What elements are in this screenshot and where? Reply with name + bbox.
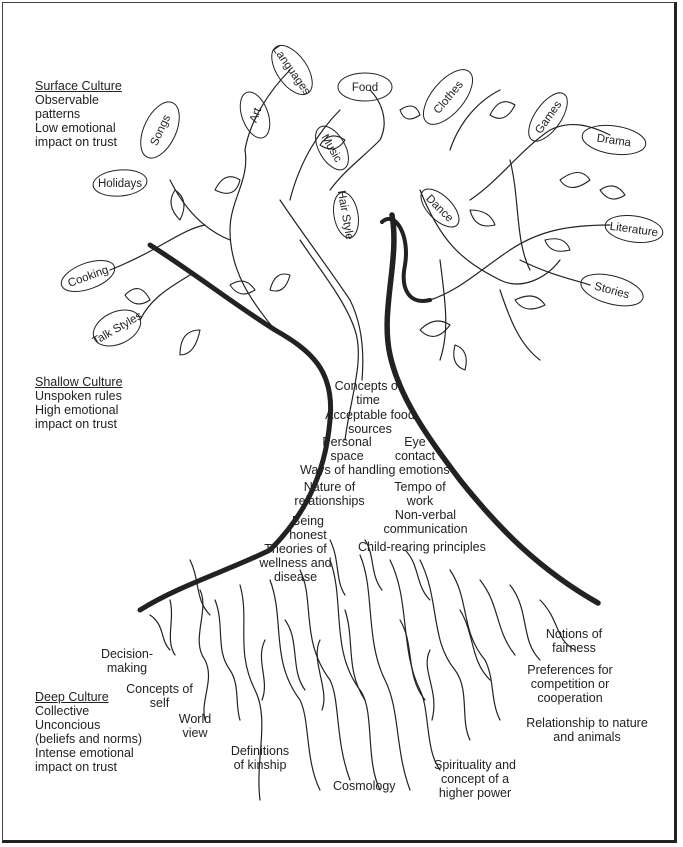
root-label-concepts-of-self: Concepts of self [122,682,197,710]
leaf [490,102,515,119]
trunk-label-being-honest: Being honest [283,514,333,542]
surface-culture-line: Observable [35,93,122,107]
root-label-world-view: World view [175,712,215,740]
leaf [125,289,150,304]
leaf-label-cooking: Cooking [66,264,110,290]
surface-culture-line: Low emotional [35,121,122,135]
branch [110,225,205,270]
leaf-label-songs: Songs [149,113,174,148]
shallow-culture-note: Shallow Culture Unspoken rules High emot… [35,375,123,431]
root-label-decision-making: Decision-making [96,647,158,675]
trunk-label-child-rearing-principles: Child-rearing principles [358,540,486,554]
branch [450,90,500,150]
root-label-notions-of-fairness: Notions of fairness [545,627,603,655]
leaf-label-talk-styles: Talk Styles [91,310,145,348]
branch [440,260,446,360]
deep-culture-line: impact on trust [35,760,142,774]
leaf [470,210,495,226]
leaf-label-hair-style: Hair Style [335,190,355,241]
leaf [560,173,590,188]
branch [500,290,540,360]
shallow-culture-line: High emotional [35,403,123,417]
root-label-relationship-to-nature: Relationship to nature and animals [522,716,652,744]
surface-culture-note: Surface Culture Observable patterns Low … [35,79,122,149]
leaf [215,177,240,194]
root-label-cosmology: Cosmology [333,779,396,793]
surface-culture-line: impact on trust [35,135,122,149]
trunk-label-eye-contact: Eye contact [385,435,445,463]
leaf [515,296,545,309]
trunk-label-non-verbal-communication: Non-verbal communication [378,508,473,536]
trunk-label-theories-of-wellness: Theories of wellness and disease [258,542,333,584]
leaf-label-holidays: Holidays [98,178,142,190]
trunk-label-concepts-of-time: Concepts of time [328,379,408,407]
leaf-label-food: Food [352,82,378,94]
root-label-definitions-of-kinship: Definitions of kinship [230,744,290,772]
leaf-label-drama: Drama [596,133,632,150]
leaf [270,274,290,291]
deep-culture-line: Intense emotional [35,746,142,760]
branch [470,125,610,200]
shallow-culture-line: impact on trust [35,417,123,431]
deep-culture-line: (beliefs and norms) [35,732,142,746]
leaf [545,239,570,252]
leaf [180,330,200,355]
leaf [454,345,467,370]
branch [330,90,384,190]
leaf [400,106,420,119]
trunk-strand [510,160,530,270]
leaf-label-languages: Languages [270,44,313,98]
leaf-label-stories: Stories [593,281,631,302]
leaf-labels: Food Languages Art Music Songs Holidays … [66,44,658,348]
leaf-label-clothes: Clothes [432,79,466,117]
trunk-label-acceptable-food-sources: Acceptable food sources [320,408,420,436]
trunk-label-nature-of-relationships: Nature of relationships [287,480,372,508]
branch [170,180,230,240]
leaf-label-literature: Literature [609,221,659,240]
trunk-label-personal-space: Personal space [312,435,382,463]
leaf [600,186,625,199]
shallow-culture-heading: Shallow Culture [35,375,123,389]
leaf-label-art: Art [248,106,265,125]
root-label-preferences-competition: Preferences for competition or cooperati… [525,663,615,705]
branch [140,275,190,320]
surface-culture-line: patterns [35,107,122,121]
deep-culture-line: Unconcious [35,718,142,732]
root-label-spirituality: Spirituality and concept of a higher pow… [425,758,525,800]
shallow-culture-line: Unspoken rules [35,389,123,403]
trunk-label-tempo-of-work: Tempo of work [390,480,450,508]
surface-culture-heading: Surface Culture [35,79,122,93]
trunk-label-ways-of-handling-emotions: Ways of handling emotions [300,463,450,477]
